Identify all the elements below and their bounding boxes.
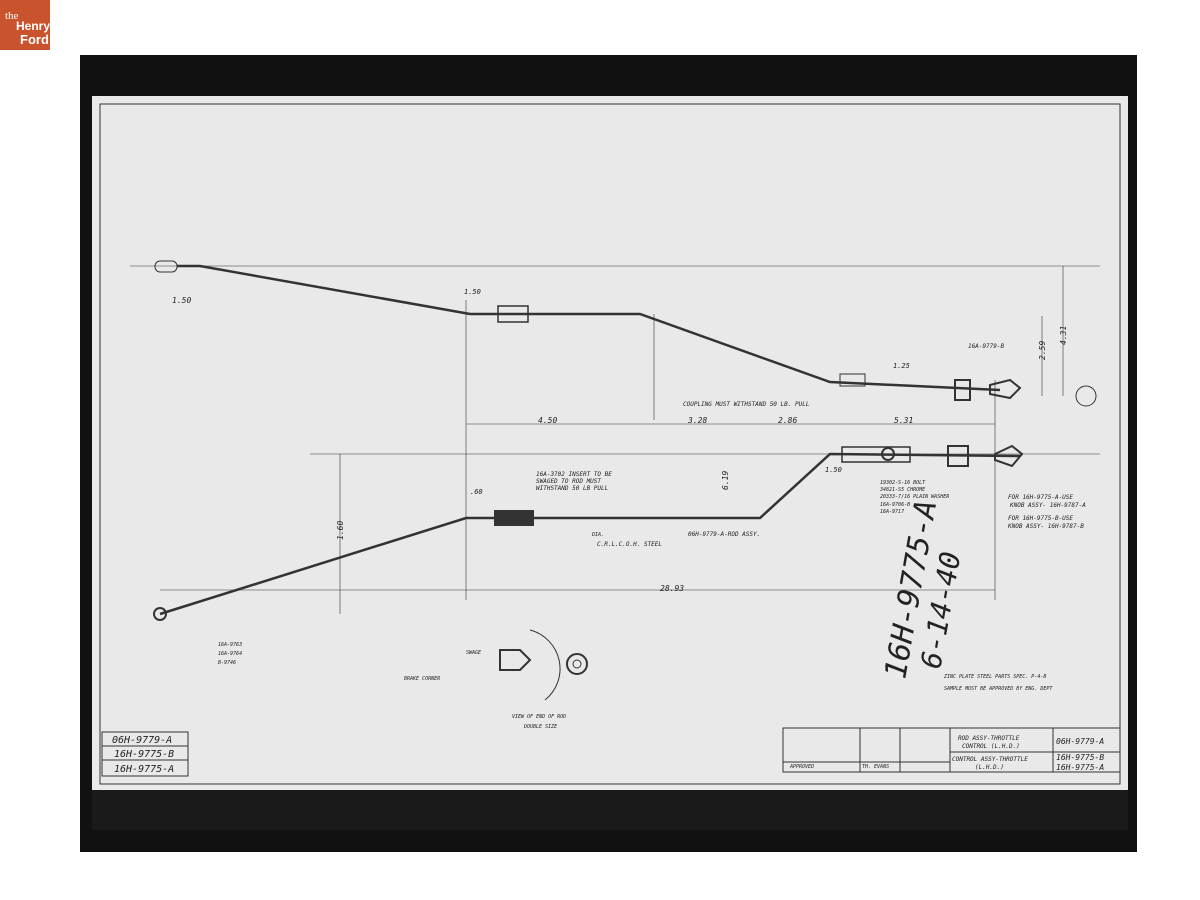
left-box-num-3: 16H-9775-A bbox=[114, 764, 174, 775]
logo-henry: Henry bbox=[16, 19, 51, 33]
note-dia: DIA. bbox=[591, 532, 604, 538]
dim-6-19: 6.19 bbox=[721, 471, 730, 490]
note-view-2: DOUBLE SIZE bbox=[523, 724, 557, 730]
drawing-paper bbox=[92, 96, 1128, 792]
note-knob2-1: FOR 16H-9775-B-USE bbox=[1008, 515, 1073, 522]
title-checker: TH. EVANS bbox=[862, 764, 889, 770]
note-top-callout: 16A-9779-B bbox=[968, 343, 1005, 350]
note-hw-4: 16A-9706-B bbox=[880, 502, 910, 508]
note-hw-5: 16A-9717 bbox=[880, 509, 904, 515]
dim-28-93: 28.93 bbox=[660, 584, 684, 593]
note-hw-1: 19302-S-16 BOLT bbox=[880, 480, 926, 486]
title-1a: ROD ASSY-THROTTLE bbox=[958, 735, 1020, 742]
dim-4-50: 4.50 bbox=[538, 416, 557, 425]
dim-1-50b: 1.50 bbox=[464, 288, 481, 296]
note-hw-2: 34821-S5 CHROME bbox=[879, 487, 925, 493]
dim-1-60: 1.60 bbox=[336, 521, 345, 540]
note-hw-3: 20333-7/16 PLAIN WASHER bbox=[880, 494, 949, 500]
dim-2-86: 2.86 bbox=[778, 416, 797, 425]
dim-60: .60 bbox=[470, 488, 483, 496]
rod-end-view bbox=[499, 629, 588, 701]
note-insert-1: 16A-3702 INSERT TO BE bbox=[536, 471, 612, 478]
note-left-3: B-9746 bbox=[218, 660, 236, 666]
title-2b: (L.H.D.) bbox=[975, 764, 1004, 771]
note-coupling: COUPLING MUST WITHSTAND 50 LB. PULL bbox=[683, 401, 810, 408]
henry-ford-logo: the Henry Ford bbox=[0, 0, 50, 50]
note-rod: 06H-9779-A-ROD ASSY. bbox=[688, 531, 760, 538]
dim-1-50c: 1.50 bbox=[825, 466, 842, 474]
left-box-num-2: 16H-9775-B bbox=[114, 749, 174, 760]
title-num-2: 16H-9775-B bbox=[1056, 753, 1104, 762]
left-part-number-box: 06H-9779-A 16H-9775-B 16H-9775-A bbox=[101, 731, 189, 777]
note-insert-2: SWAGED TO ROD MUST bbox=[536, 478, 601, 485]
title-block: APPROVED TH. EVANS ROD ASSY-THROTTLE CON… bbox=[782, 727, 1121, 773]
note-swage: SWAGE bbox=[466, 650, 481, 656]
dim-1-25: 1.25 bbox=[893, 362, 910, 370]
title-2a: CONTROL ASSY-THROTTLE bbox=[952, 756, 1028, 763]
note-left-1: 16A-9763 bbox=[218, 642, 242, 648]
note-view-1: VIEW OF END OF ROD bbox=[512, 714, 566, 720]
logo-the: the bbox=[5, 10, 19, 22]
dim-2-59: 2.59 bbox=[1038, 341, 1047, 360]
dim-5-31: 5.31 bbox=[894, 416, 913, 425]
note-left-2: 16A-9764 bbox=[218, 651, 242, 657]
lower-rod-assembly bbox=[153, 380, 1100, 621]
title-num-3: 16H-9775-A bbox=[1056, 763, 1104, 772]
note-knob1-2: KNOB ASSY- 16H-9787-A bbox=[1009, 502, 1086, 509]
title-approved: APPROVED bbox=[789, 764, 814, 770]
upper-rod-assembly bbox=[130, 260, 1100, 600]
drawing-border bbox=[99, 103, 1121, 785]
left-box-num-1: 06H-9779-A bbox=[112, 735, 172, 746]
dark-band bbox=[92, 790, 1128, 830]
title-num-1: 06H-9779-A bbox=[1056, 737, 1104, 746]
logo-ford: Ford bbox=[20, 32, 49, 47]
title-1b: CONTROL (L.H.D.) bbox=[962, 743, 1020, 750]
note-brake: BRAKE CORNER bbox=[404, 676, 440, 682]
dim-3-28: 3.28 bbox=[687, 416, 707, 425]
dim-4-31: 4.31 bbox=[1059, 326, 1068, 345]
note-knob1-1: FOR 16H-9775-A-USE bbox=[1008, 494, 1073, 501]
note-plating: ZINC PLATE STEEL PARTS SPEC. P-4-B bbox=[943, 674, 1046, 680]
note-steel: C.R.L.C.O.H. STEEL bbox=[597, 541, 662, 548]
note-insert-3: WITHSTAND 50 LB PULL bbox=[536, 485, 609, 492]
note-knob2-2: KNOB ASSY- 16H-9787-B bbox=[1007, 523, 1084, 530]
note-sample: SAMPLE MUST BE APPROVED BY ENG. DEPT bbox=[944, 686, 1053, 692]
dim-1-50: 1.50 bbox=[172, 296, 191, 305]
